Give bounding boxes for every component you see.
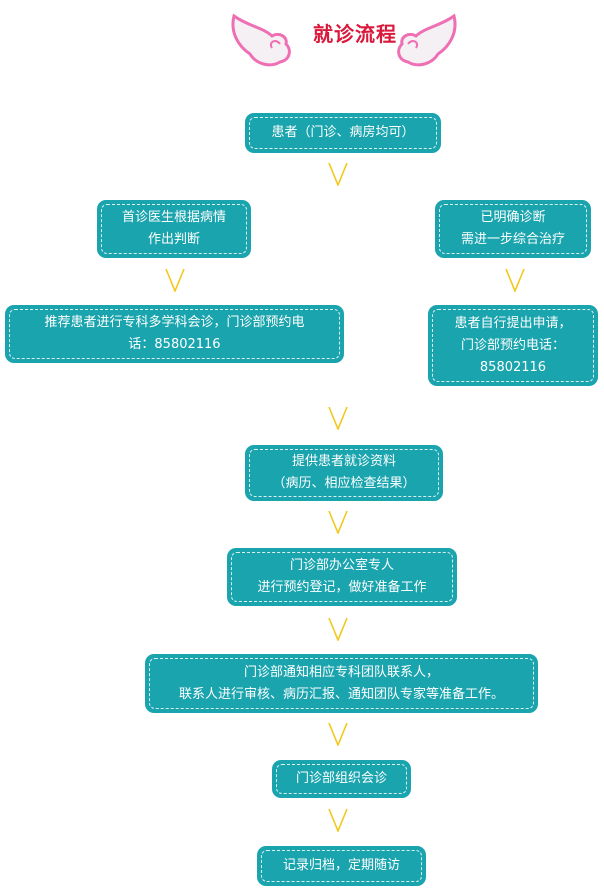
step-text: 推荐患者进行专科多学科会诊，门诊部预约电话：85802116 [44,315,305,352]
step-self-apply: 患者自行提出申请，门诊部预约电话：85802116 [428,305,598,386]
down-arrow-icon [165,268,185,292]
step-text: 提供患者就诊资料（病历、相应检查结果） [272,454,416,491]
step-provide-records: 提供患者就诊资料（病历、相应检查结果） [245,445,443,501]
step-text: 患者自行提出申请，门诊部预约电话：85802116 [454,315,572,375]
step-recommend-consultation: 推荐患者进行专科多学科会诊，门诊部预约电话：85802116 [5,305,344,363]
left-wing-icon [231,13,291,67]
down-arrow-icon [328,808,348,832]
step-text: 门诊部办公室专人进行预约登记，做好准备工作 [257,558,427,595]
down-arrow-icon [328,162,348,186]
step-patient: 患者（门诊、病房均可） [245,113,441,153]
step-text: 门诊部组织会诊 [295,771,387,786]
step-text: 患者（门诊、病房均可） [271,125,415,140]
down-arrow-icon [328,406,348,430]
down-arrow-icon [328,510,348,534]
page-title: 就诊流程 [313,22,397,46]
step-organize-consultation: 门诊部组织会诊 [272,760,411,798]
down-arrow-icon [328,617,348,641]
step-archive-followup: 记录归档，定期随访 [257,846,426,886]
step-registration: 门诊部办公室专人进行预约登记，做好准备工作 [227,548,457,606]
down-arrow-icon [505,268,525,292]
right-wing-icon [397,13,457,67]
step-text: 门诊部通知相应专科团队联系人，联系人进行审核、病历汇报、通知团队专家等准备工作。 [178,664,504,702]
step-text: 记录归档，定期随访 [282,858,400,873]
step-confirmed-diagnosis: 已明确诊断需进一步综合治疗 [435,200,591,258]
step-text: 已明确诊断需进一步综合治疗 [460,210,565,247]
down-arrow-icon [328,722,348,746]
step-text: 首诊医生根据病情作出判断 [121,210,226,247]
step-notify-team: 门诊部通知相应专科团队联系人，联系人进行审核、病历汇报、通知团队专家等准备工作。 [145,654,538,713]
step-first-diagnosis: 首诊医生根据病情作出判断 [97,200,251,258]
